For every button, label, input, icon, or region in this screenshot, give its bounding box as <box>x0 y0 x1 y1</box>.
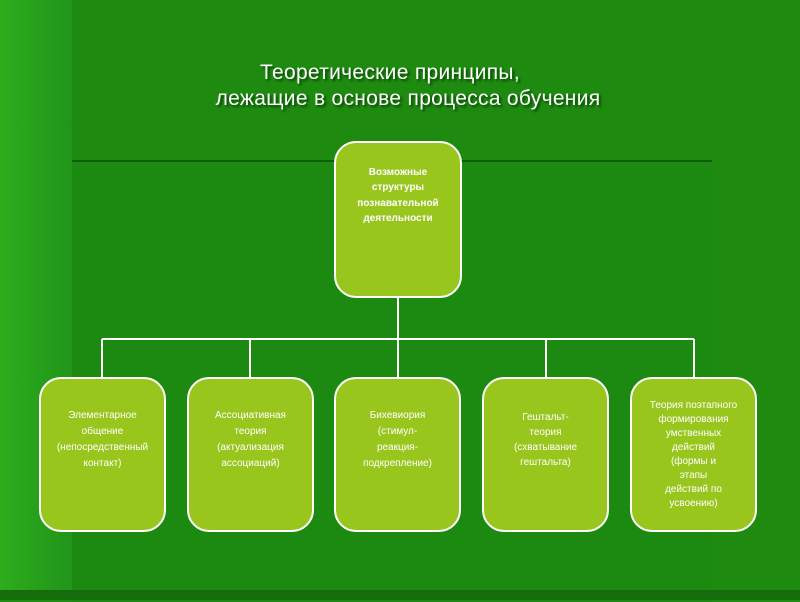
child-node-elementary-communication: Элементарное общение (непосредственный к… <box>39 377 166 532</box>
child-node-associative-theory: Ассоциативная теория (актуализация ассоц… <box>187 377 314 532</box>
child-node-label: Ассоциативная теория (актуализация ассоц… <box>215 409 286 469</box>
child-node-stepwise-formation-theory: Теория поэтапного формирования умственны… <box>630 377 757 532</box>
slide-title: Теоретические принципы, лежащие в основе… <box>0 60 800 112</box>
slide-title-line-1: Теоретические принципы, <box>260 61 520 84</box>
background-bottom-strip <box>0 590 800 600</box>
child-node-label: Бихевиория (стимул- реакция- подкреплени… <box>363 409 432 469</box>
child-node-label: Гештальт- теория (схватывание гештальта) <box>513 411 578 468</box>
child-node-label: Элементарное общение (непосредственный к… <box>56 409 149 469</box>
root-node-label: Возможные структуры познавательной деяте… <box>357 166 439 225</box>
child-node-behaviorism: Бихевиория (стимул- реакция- подкреплени… <box>334 377 461 532</box>
child-node-gestalt-theory: Гештальт- теория (схватывание гештальта) <box>482 377 609 532</box>
slide-title-line-2: лежащие в основе процесса обучения <box>215 87 601 110</box>
root-node: Возможные структуры познавательной деяте… <box>334 141 462 298</box>
child-node-label: Теория поэтапного формирования умственны… <box>649 399 738 509</box>
